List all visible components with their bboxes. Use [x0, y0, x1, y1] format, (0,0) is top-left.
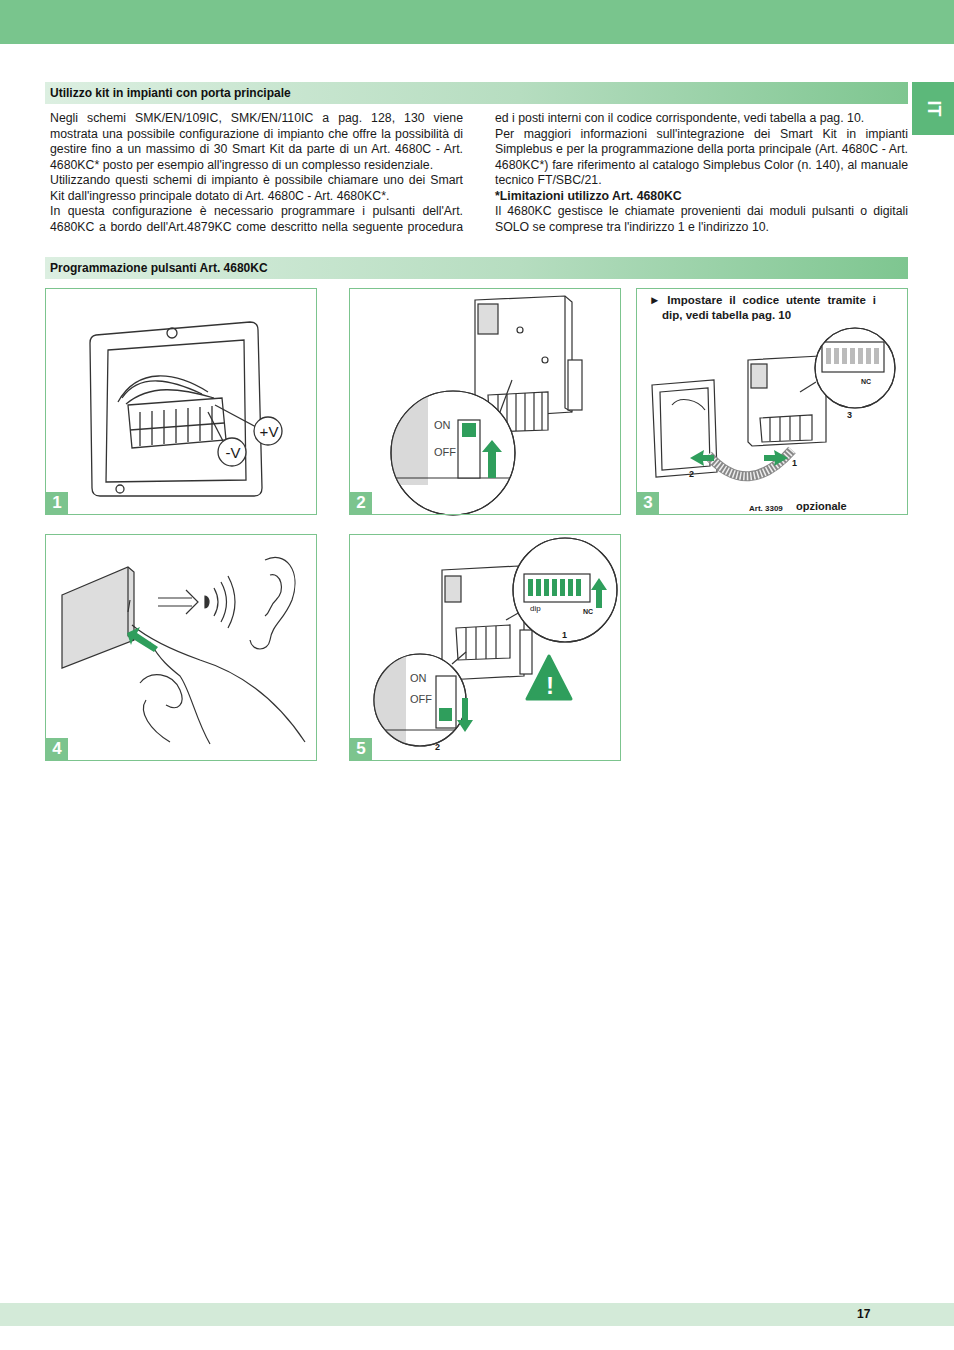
body-paragraph: Il 4680KC gestisce le chiamate provenien…: [495, 204, 908, 235]
callout-number: 3: [847, 411, 852, 421]
instruction-note: ► Impostare il codice utente tramite i d…: [649, 293, 876, 323]
switch-label: OFF: [434, 446, 456, 458]
callout-number: 1: [562, 631, 567, 641]
step-panel: 2 ON OFF: [349, 288, 621, 515]
step-panel: 3 ► Impostare il codice utente tramite i …: [636, 288, 908, 515]
body-text: Negli schemi SMK/EN/109IC, SMK/EN/110IC …: [50, 111, 908, 235]
body-paragraph: Per maggiori informazioni sull'integrazi…: [495, 127, 908, 189]
terminal-label: +V: [260, 424, 279, 441]
section-band: Utilizzo kit in impianti con porta princ…: [45, 82, 908, 104]
step-number: 2: [350, 492, 372, 514]
step-number: 4: [46, 738, 68, 760]
step-number: 5: [350, 738, 372, 760]
footer-band: 17: [0, 1303, 954, 1326]
section-band: Programmazione pulsanti Art. 4680KC: [45, 257, 908, 279]
pin-label: NC: [583, 608, 593, 616]
step-number: 3: [637, 492, 659, 514]
dip-label: dip: [530, 605, 541, 614]
step-panel: 1 +V -V: [45, 288, 317, 515]
body-paragraph: Negli schemi SMK/EN/109IC, SMK/EN/110IC …: [50, 111, 463, 173]
callout-number: 2: [435, 743, 440, 753]
section-heading: Utilizzo kit in impianti con porta princ…: [50, 86, 291, 100]
pin-label: NC: [861, 378, 871, 386]
callout-number: 2: [689, 470, 694, 480]
callout-number: 1: [792, 459, 797, 469]
step-number: 1: [46, 492, 68, 514]
section-heading: Programmazione pulsanti Art. 4680KC: [50, 261, 268, 275]
page-number: 17: [857, 1307, 870, 1321]
top-bar: [0, 0, 954, 44]
wall-box-drawing: [90, 322, 282, 496]
note-heading: *Limitazioni utilizzo Art. 4680KC: [495, 189, 908, 205]
switch-label: OFF: [410, 693, 432, 705]
switch-label: ON: [434, 419, 451, 431]
optional-note: opzionale: [796, 500, 847, 512]
module-connection-drawing: [652, 328, 895, 477]
terminal-label: -V: [226, 445, 241, 462]
language-code: IT: [923, 101, 944, 117]
part-number: Art. 3309: [749, 505, 783, 514]
language-tab: IT: [912, 82, 954, 135]
step-panel: 5 dip NC 1ON OFF 2!: [349, 534, 621, 761]
body-paragraph: Utilizzando questi schemi di impianto è …: [50, 173, 463, 204]
button-press-drawing: [62, 557, 305, 744]
warning-mark: !: [546, 673, 554, 699]
dip-switch-drawing: [372, 538, 617, 746]
switch-label: ON: [410, 672, 427, 684]
module-drawing: [391, 296, 582, 515]
step-panel: 4: [45, 534, 317, 761]
